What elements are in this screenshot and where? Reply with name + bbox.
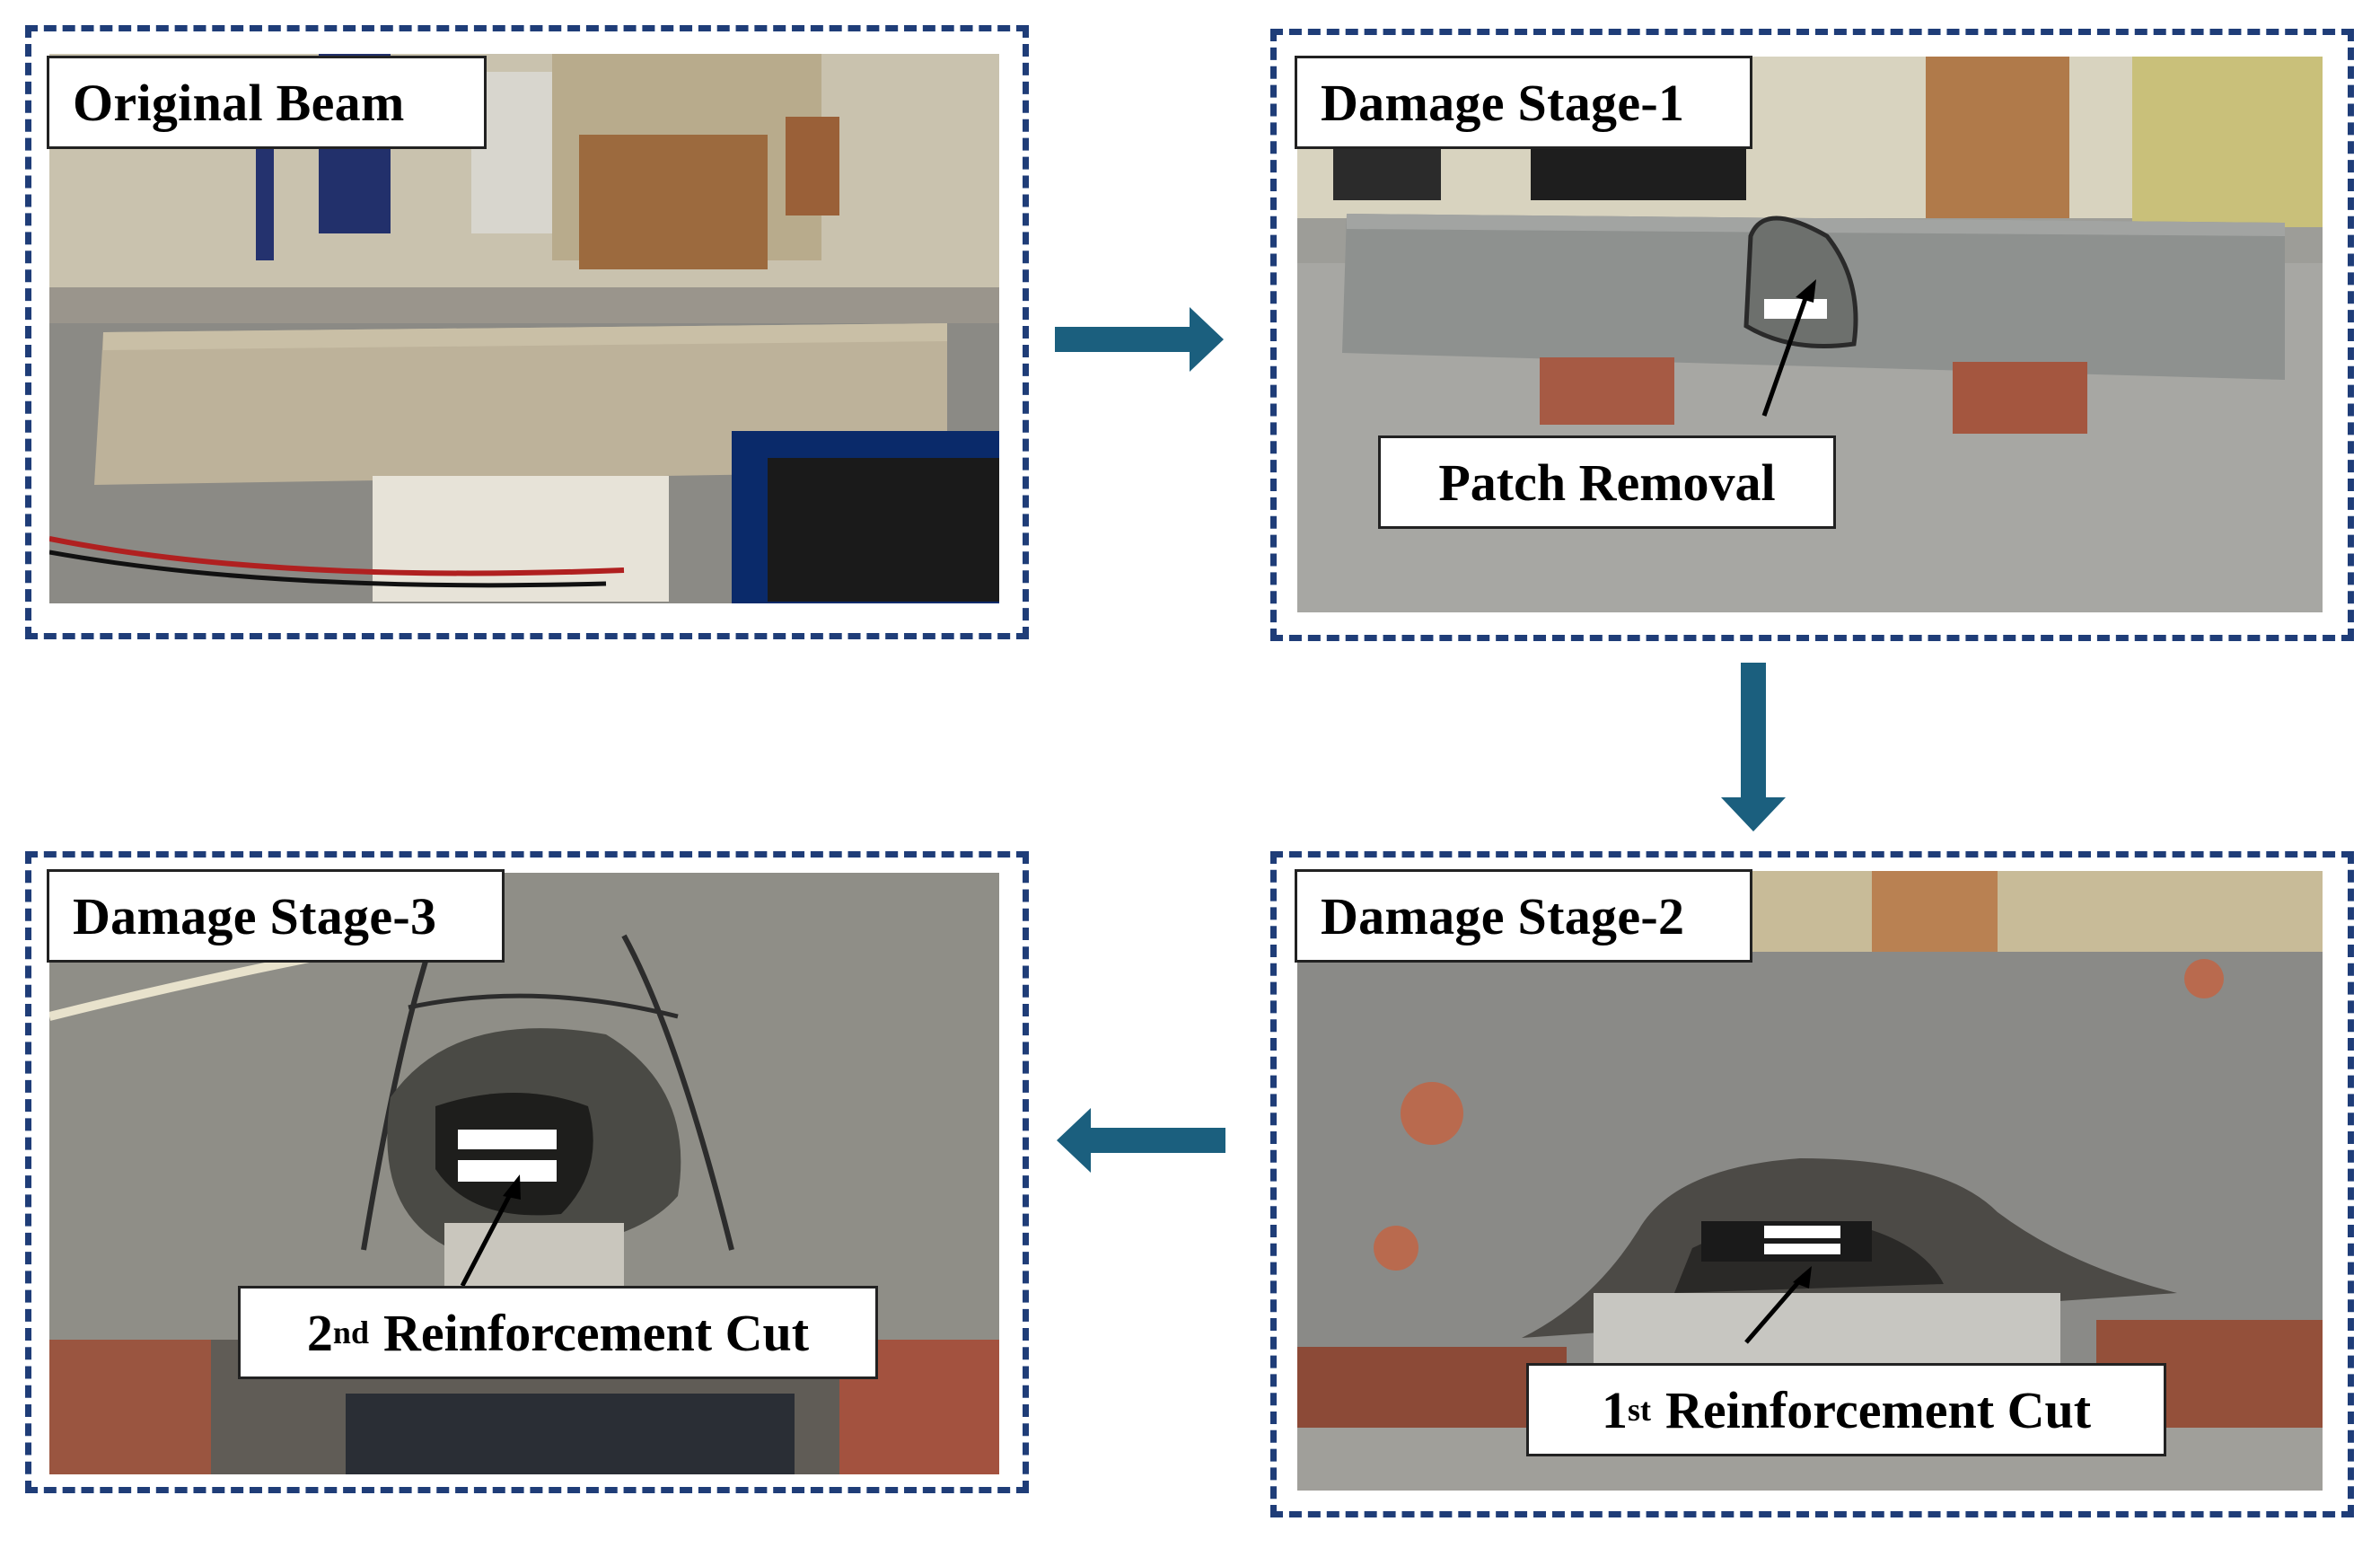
title-damage-stage-2: Damage Stage-2 [1295, 869, 1752, 963]
callout-1st-text: Reinforcement Cut [1664, 1380, 2092, 1439]
arrow-down-icon [1717, 663, 1789, 833]
callout-1st-number: 1 [1601, 1380, 1628, 1439]
title-damage-stage-3: Damage Stage-3 [47, 869, 505, 963]
title-original-beam: Original Beam [47, 56, 487, 149]
arrow-right-icon [1055, 303, 1225, 375]
callout-2nd-number: 2 [306, 1303, 333, 1362]
arrow-left-icon [1055, 1104, 1225, 1176]
callout-patch-removal: Patch Removal [1378, 435, 1836, 529]
callout-2nd-text: Reinforcement Cut [382, 1303, 810, 1362]
title-damage-stage-1: Damage Stage-1 [1295, 56, 1752, 149]
damage-stage-3-photo [49, 873, 999, 1474]
